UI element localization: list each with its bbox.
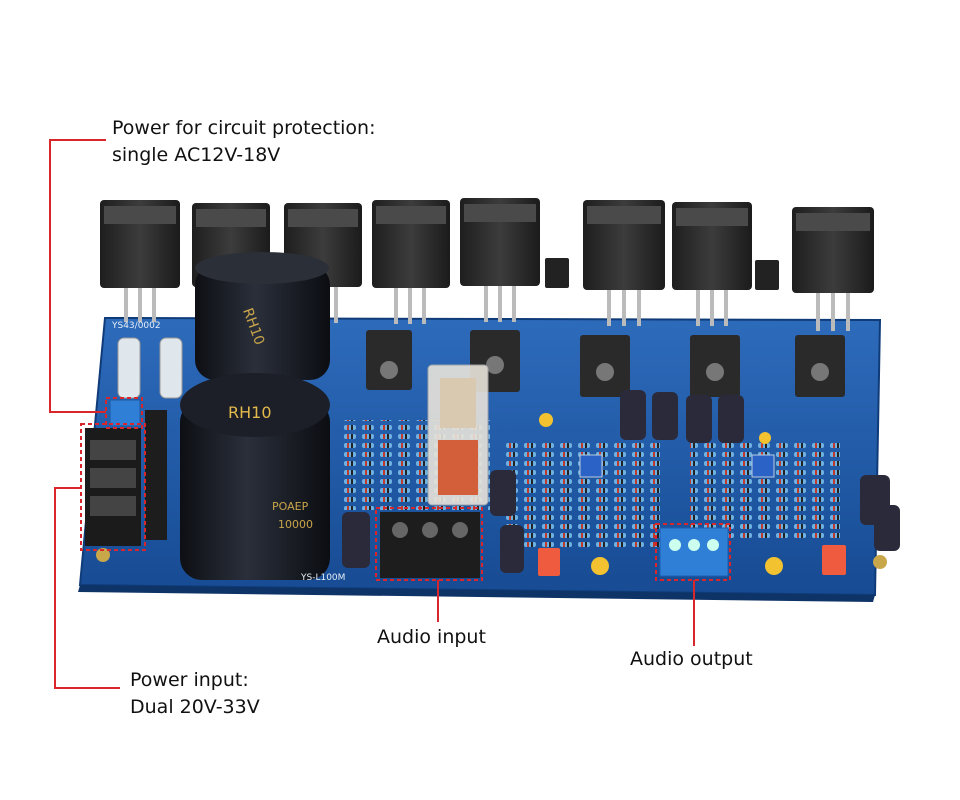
highlight-audio-input	[375, 507, 483, 581]
silkscreen-model: YS-L100M	[300, 573, 345, 583]
power-input-terminal	[85, 410, 167, 546]
filter-capacitor-top: RH10	[195, 252, 330, 380]
callout-power-input: Power input: Dual 20V-33V	[130, 667, 260, 721]
capacitor-brand: POAEP	[272, 500, 309, 513]
callout-lines	[49, 139, 695, 689]
silkscreen-code: YS43/0002	[111, 321, 161, 331]
ceramic-capacitors	[539, 413, 783, 575]
driver-transistor	[755, 260, 779, 290]
filter-capacitor-bottom: RH10 POAEP 10000	[180, 373, 330, 580]
transistor	[672, 202, 752, 326]
highlight-audio-output	[655, 523, 731, 581]
highlight-protection	[105, 397, 143, 429]
pcb-edge	[78, 585, 875, 602]
driver-transistor	[545, 258, 569, 288]
callout-audio-output-label: Audio output	[630, 648, 753, 670]
power-transistors	[100, 198, 874, 331]
highlight-boxes	[80, 397, 731, 581]
transistor	[792, 207, 874, 331]
transistor	[100, 200, 180, 322]
small-capacitors	[342, 390, 900, 573]
jumper-connectors	[538, 545, 846, 576]
callout-audio-input: Audio input	[377, 624, 486, 651]
relay	[427, 364, 489, 506]
fuses	[117, 337, 183, 399]
capacitor-value: 10000	[278, 518, 313, 531]
transistor	[372, 200, 450, 324]
audio-input-terminal	[380, 512, 480, 578]
callout-protection-line1: Power for circuit protection:	[112, 117, 376, 139]
line-power-input	[54, 487, 120, 689]
line-protection	[49, 139, 106, 413]
transistor	[460, 198, 540, 322]
protection-ac-terminal	[109, 399, 141, 427]
callout-protection: Power for circuit protection: single AC1…	[112, 115, 376, 169]
callout-power-input-line2: Dual 20V-33V	[130, 696, 260, 718]
callout-power-input-line1: Power input:	[130, 669, 249, 691]
callout-audio-input-label: Audio input	[377, 626, 486, 648]
callout-protection-line2: single AC12V-18V	[112, 144, 281, 166]
trimmer-potentiometers	[579, 454, 775, 478]
callout-audio-output: Audio output	[630, 646, 753, 673]
mounting-holes	[96, 548, 887, 569]
audio-output-terminal	[659, 527, 729, 577]
capacitor-marking: RH10	[228, 403, 272, 422]
transistor	[583, 200, 665, 326]
